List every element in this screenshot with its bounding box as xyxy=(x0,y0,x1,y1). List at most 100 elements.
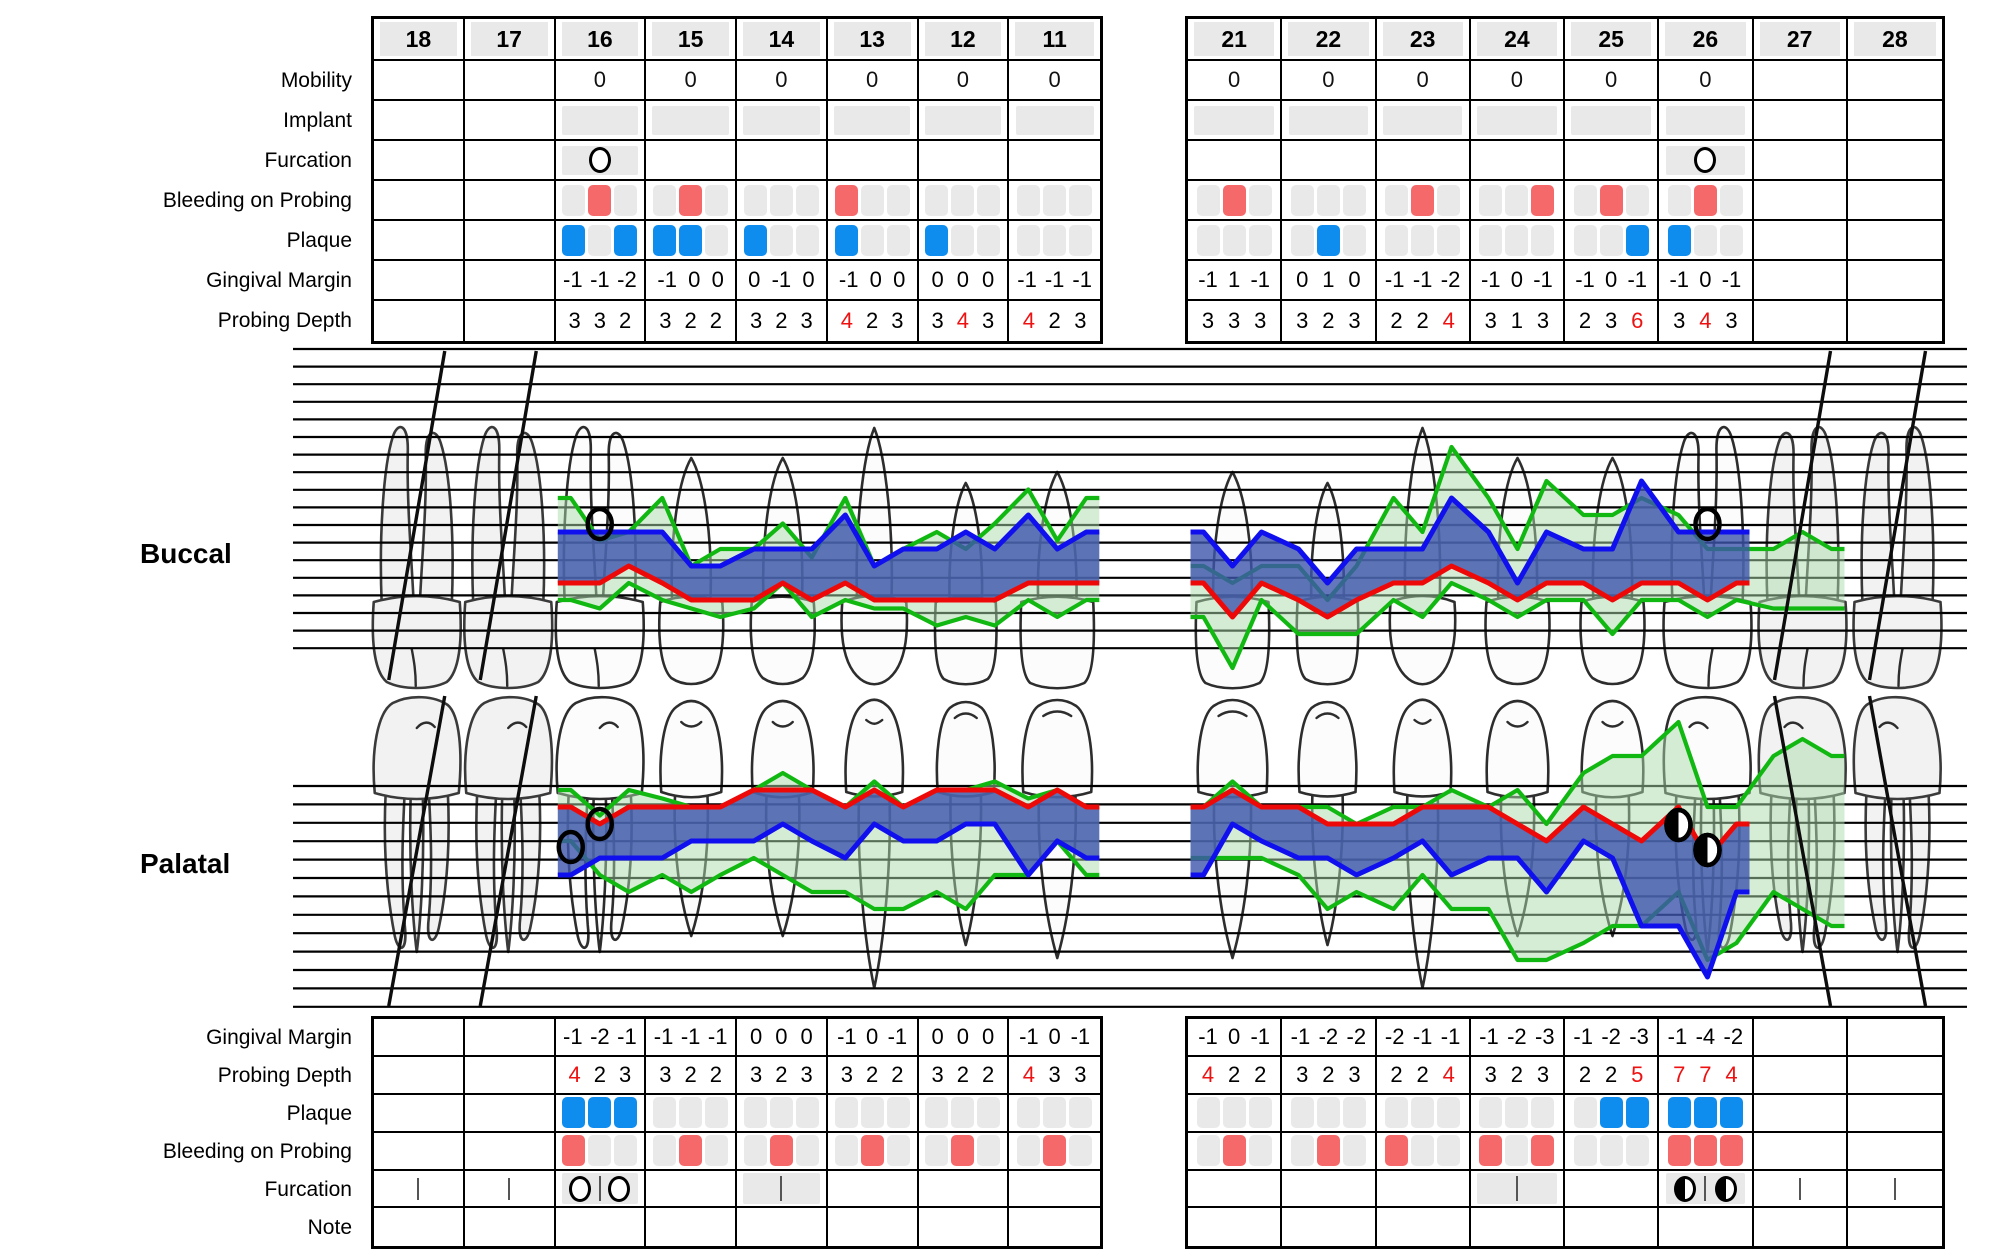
marked-box[interactable] xyxy=(562,1135,586,1167)
empty-box[interactable] xyxy=(679,1097,703,1129)
bop-cell[interactable] xyxy=(1377,1132,1471,1169)
empty-box[interactable] xyxy=(705,224,729,256)
tooth-number-header[interactable]: 14 xyxy=(737,19,828,59)
empty-box[interactable] xyxy=(1196,1135,1220,1167)
implant-box[interactable] xyxy=(1382,105,1463,135)
bop-cell[interactable] xyxy=(1282,1132,1377,1169)
marked-box[interactable] xyxy=(1599,184,1623,216)
bleeding-boxes[interactable] xyxy=(1667,184,1743,216)
empty-box[interactable] xyxy=(925,1097,949,1129)
note-cell[interactable] xyxy=(1565,1208,1660,1247)
bleeding-boxes[interactable] xyxy=(1017,1135,1093,1167)
empty-box[interactable] xyxy=(1017,1097,1041,1129)
mobility-cell[interactable]: 0 xyxy=(556,61,647,99)
furcation-strip[interactable] xyxy=(1665,1173,1746,1204)
bleeding-boxes[interactable] xyxy=(562,1135,638,1167)
note-cell[interactable] xyxy=(828,1208,919,1247)
furcation-cell[interactable] xyxy=(465,141,556,179)
pd-cell[interactable] xyxy=(465,301,556,341)
marked-box[interactable] xyxy=(1316,224,1340,256)
empty-box[interactable] xyxy=(977,1135,1001,1167)
plaque-boxes[interactable] xyxy=(653,1097,729,1129)
empty-box[interactable] xyxy=(1290,1097,1314,1129)
gm-cell[interactable] xyxy=(1848,1019,1942,1055)
bop-cell[interactable] xyxy=(1565,181,1660,219)
bop-cell[interactable] xyxy=(465,1132,556,1169)
bop-cell[interactable] xyxy=(1009,1133,1100,1169)
furcation-cell[interactable] xyxy=(1848,1171,1942,1207)
gm-cell[interactable]: -1-1-1 xyxy=(1009,261,1100,299)
empty-box[interactable] xyxy=(588,224,612,256)
mobility-cell[interactable]: 0 xyxy=(1377,61,1471,99)
furcation-cell[interactable] xyxy=(465,1170,556,1207)
implant-cell[interactable] xyxy=(1565,101,1660,139)
mobility-cell[interactable]: 0 xyxy=(919,61,1010,99)
empty-box[interactable] xyxy=(1625,1135,1649,1167)
marked-box[interactable] xyxy=(679,224,703,256)
marked-box[interactable] xyxy=(1222,1135,1246,1167)
note-cell[interactable] xyxy=(646,1208,737,1247)
tooth-number-header[interactable]: 27 xyxy=(1754,19,1848,59)
empty-box[interactable] xyxy=(1667,184,1691,216)
marked-box[interactable] xyxy=(1667,1135,1691,1167)
implant-cell[interactable] xyxy=(556,101,647,139)
empty-box[interactable] xyxy=(1573,224,1597,256)
gm-cell[interactable]: -1-1-1 xyxy=(646,1019,737,1055)
note-cell[interactable] xyxy=(1188,1208,1283,1247)
tooth-number-header[interactable]: 22 xyxy=(1282,19,1377,59)
plaque-boxes[interactable] xyxy=(834,1097,910,1129)
note-cell[interactable] xyxy=(919,1208,1010,1247)
note-cell[interactable] xyxy=(1282,1208,1377,1247)
implant-cell[interactable] xyxy=(737,101,828,139)
mobility-cell[interactable]: 0 xyxy=(1282,61,1377,99)
mobility-cell[interactable] xyxy=(465,61,556,99)
bop-cell[interactable] xyxy=(1848,181,1942,219)
furcation-slot[interactable] xyxy=(1518,1173,1557,1204)
marked-box[interactable] xyxy=(743,224,767,256)
pd-cell[interactable] xyxy=(1848,1057,1942,1093)
note-cell[interactable] xyxy=(374,1208,465,1247)
marked-box[interactable] xyxy=(1411,184,1435,216)
bop-cell[interactable] xyxy=(828,1132,919,1169)
mobility-value[interactable]: 0 xyxy=(1510,67,1523,92)
bop-cell[interactable] xyxy=(1188,181,1283,219)
furcation-grade1-icon[interactable] xyxy=(585,806,614,842)
mobility-cell[interactable] xyxy=(374,61,465,99)
bop-cell[interactable] xyxy=(465,181,556,219)
empty-box[interactable] xyxy=(1573,1097,1597,1129)
furcation-grade1-icon[interactable] xyxy=(608,1175,631,1202)
tooth-number-header[interactable]: 21 xyxy=(1188,19,1283,59)
empty-box[interactable] xyxy=(743,1135,767,1167)
marked-box[interactable] xyxy=(1667,1097,1691,1129)
plaque-cell[interactable] xyxy=(1754,1094,1848,1131)
bop-cell[interactable] xyxy=(919,1132,1010,1169)
empty-box[interactable] xyxy=(705,1097,729,1129)
tooth-number-header[interactable]: 17 xyxy=(465,19,556,59)
furcation-cell[interactable] xyxy=(1659,141,1754,179)
plaque-cell[interactable] xyxy=(1565,1094,1660,1131)
empty-box[interactable] xyxy=(1693,224,1717,256)
plaque-cell[interactable] xyxy=(1188,1094,1283,1131)
bop-cell[interactable] xyxy=(1188,1132,1283,1169)
plaque-cell[interactable] xyxy=(465,221,556,259)
implant-cell[interactable] xyxy=(1377,101,1471,139)
marked-box[interactable] xyxy=(769,1135,793,1167)
bop-cell[interactable] xyxy=(1471,1132,1565,1169)
empty-box[interactable] xyxy=(769,224,793,256)
bop-cell[interactable] xyxy=(1282,181,1377,219)
marked-box[interactable] xyxy=(614,224,638,256)
plaque-cell[interactable] xyxy=(1009,1095,1100,1131)
implant-box[interactable] xyxy=(1288,105,1369,135)
gm-cell[interactable]: -1-2-2 xyxy=(1282,1019,1377,1055)
gm-cell[interactable] xyxy=(465,261,556,299)
